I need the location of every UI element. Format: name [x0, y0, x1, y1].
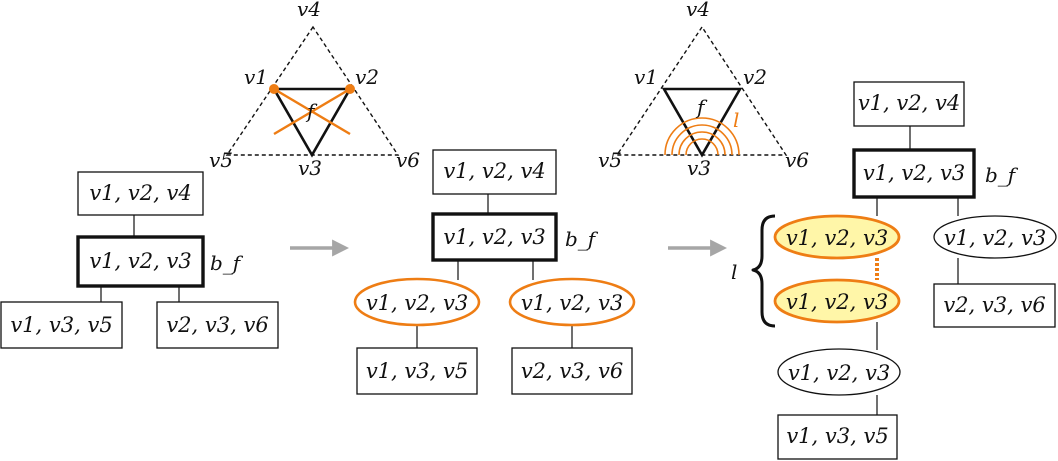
- tree-right: v1, v2, v4 v1, v2, v3 b_f v1, v2, v3 v1,…: [731, 81, 1057, 460]
- bag-face-label: b_f: [210, 251, 244, 275]
- cut-line: [273, 87, 351, 136]
- loop-arc: [678, 131, 726, 156]
- bag-node: [356, 347, 478, 395]
- bag-node-face: [76, 235, 205, 288]
- bag-node: [933, 283, 1056, 328]
- bag-text: v1, v2, v3: [788, 361, 890, 385]
- tree-left: v1, v2, v4 v1, v2, v3 b_f v1, v3, v5 v2,…: [0, 171, 279, 349]
- bag-text: v1, v3, v5: [10, 313, 112, 337]
- bag-node: [853, 81, 965, 127]
- bag-text: v1, v3, v5: [786, 424, 888, 448]
- face-triangle: [661, 87, 743, 158]
- vertex-label-v3: v3: [298, 156, 322, 180]
- split-bag-ellipse: [508, 277, 636, 327]
- bag-text: v1, v2, v3: [366, 291, 468, 315]
- face-label: f: [305, 99, 318, 123]
- bag-node: [156, 301, 279, 349]
- bag-text: v1, v2, v3: [863, 161, 965, 185]
- vertex-label-v2: v2: [355, 65, 379, 89]
- bag-text: v2, v3, v6: [943, 293, 1045, 317]
- bag-text: v2, v3, v6: [521, 359, 623, 383]
- triangle-mesh-right: v4 v1 v2 v5 v3 v6 f l: [598, 0, 809, 180]
- loop-bag-ellipse: [773, 214, 901, 260]
- bag-node: [0, 301, 123, 349]
- vertex-dot-v2: [345, 84, 355, 94]
- face-label: f: [695, 95, 708, 119]
- bag-text: v1, v2, v4: [443, 159, 545, 183]
- split-bag-ellipse: [353, 277, 481, 327]
- bag-text: v1, v2, v4: [858, 91, 960, 115]
- loop-bag-ellipse: [773, 278, 901, 324]
- vertex-label-v6: v6: [785, 148, 809, 172]
- outer-triangle-dashed: [225, 25, 400, 156]
- vertex-label-v4: v4: [297, 0, 321, 21]
- vertex-label-v4: v4: [686, 0, 710, 21]
- bag-text: v1, v2, v3: [89, 249, 191, 273]
- triangle-mesh-left: v4 v1 v2 v5 v3 v6 f: [209, 0, 420, 180]
- loop-arc: [671, 124, 733, 156]
- vertex-label-v2: v2: [743, 65, 767, 89]
- bag-node: [777, 414, 898, 460]
- bag-node: [511, 347, 633, 395]
- loop-arc: [685, 138, 719, 156]
- tree-middle: v1, v2, v4 v1, v2, v3 b_f v1, v2, v3 v1,…: [353, 149, 636, 395]
- vertex-label-v1: v1: [244, 65, 268, 89]
- bag-face-label: b_f: [565, 227, 599, 251]
- bag-node: [432, 149, 557, 195]
- vertex-label-v1: v1: [634, 65, 658, 89]
- loop-arc: [664, 117, 740, 156]
- bag-text: v1, v3, v5: [366, 359, 468, 383]
- left-brace-icon: [751, 214, 776, 328]
- vertex-dot-v1: [269, 84, 279, 94]
- vertex-label-v3: v3: [687, 156, 711, 180]
- loop-brace-label: l: [731, 260, 737, 284]
- vertex-label-v5: v5: [209, 148, 233, 172]
- bag-face-label: b_f: [985, 163, 1019, 187]
- bag-node: [77, 171, 204, 216]
- bag-text: v2, v3, v6: [166, 313, 268, 337]
- bag-ellipse: [933, 215, 1057, 259]
- bag-ellipse: [777, 348, 901, 396]
- bag-node-face: [431, 212, 558, 262]
- outer-triangle-dashed: [615, 25, 788, 156]
- bag-text: v1, v2, v3: [786, 226, 888, 250]
- vertex-label-v5: v5: [598, 148, 622, 172]
- bag-text: v1, v2, v3: [443, 225, 545, 249]
- bag-text: v1, v2, v3: [521, 291, 623, 315]
- vertex-label-v6: v6: [396, 148, 420, 172]
- bag-text: v1, v2, v4: [89, 181, 191, 205]
- loop-label: l: [733, 108, 739, 132]
- bag-node-face: [852, 148, 976, 199]
- bag-text: v1, v2, v3: [944, 226, 1046, 250]
- bag-text: v1, v2, v3: [786, 290, 888, 314]
